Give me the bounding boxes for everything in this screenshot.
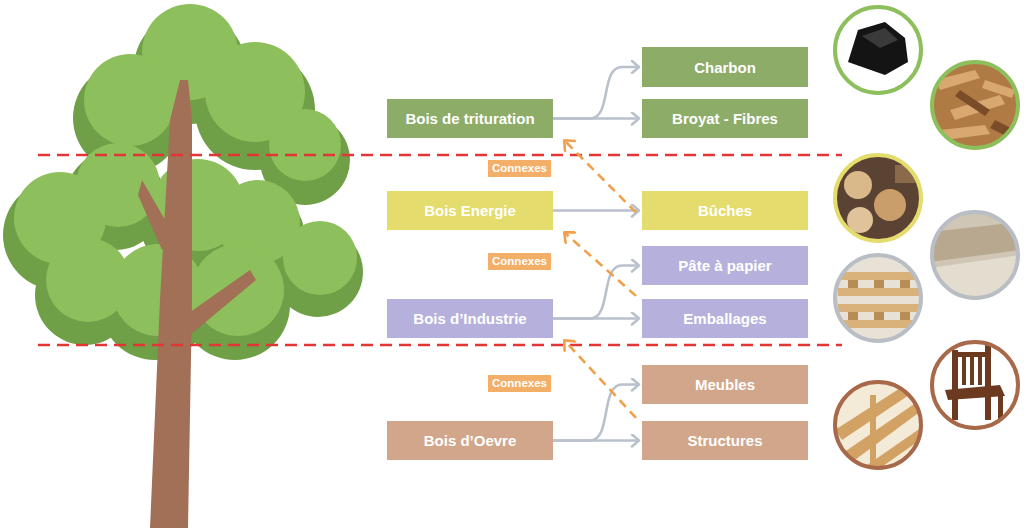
- chair-seat: [945, 385, 1005, 400]
- edge-label: Connexes: [488, 375, 551, 392]
- separator-lines: [38, 155, 842, 345]
- category-box: Bois Energie: [387, 191, 553, 230]
- flow-arrow: [553, 439, 639, 442]
- post: [870, 395, 876, 475]
- category-box: Bûches: [642, 191, 808, 230]
- box-label: Bûches: [698, 202, 752, 219]
- box-label: Structures: [687, 432, 762, 449]
- pallet-block: [848, 280, 858, 288]
- pallet-block: [900, 280, 910, 288]
- pallet-block: [874, 312, 884, 320]
- chair-slat: [978, 357, 982, 385]
- byproduct-arrow: [565, 233, 636, 296]
- category-box: Bois de trituration: [387, 99, 553, 138]
- byproduct-arrow: [565, 341, 636, 418]
- photo-ring: [932, 212, 1018, 298]
- coal-highlight: [862, 28, 898, 48]
- box-label: Bois de trituration: [405, 110, 534, 127]
- photo-ring: [932, 342, 1018, 428]
- chair-post: [985, 345, 991, 420]
- photo-charpente: [835, 382, 930, 478]
- canopy-lobe: [84, 54, 176, 146]
- separator-line: [38, 344, 842, 347]
- chair-slat: [962, 357, 966, 385]
- canopy-lobe: [283, 221, 357, 295]
- photo-ring: [835, 382, 921, 468]
- flow-arrow: [553, 317, 639, 320]
- pallet-block: [900, 312, 910, 320]
- box-label: Meubles: [695, 376, 755, 393]
- photo-bg: [835, 155, 925, 245]
- category-box: Pâte à papier: [642, 246, 808, 285]
- flow-arrow: [553, 209, 639, 212]
- fibre-pile: [930, 255, 1020, 300]
- category-box: Charbon: [642, 47, 808, 87]
- photo-ring: [835, 255, 921, 341]
- box-label: Bois d’Oevre: [424, 432, 517, 449]
- photo-chaise: [932, 342, 1018, 428]
- byproduct-arrow: [565, 141, 636, 212]
- log-end: [874, 189, 906, 221]
- category-box: Bois d’Industrie: [387, 299, 553, 338]
- timber-frame: [835, 385, 930, 478]
- category-box: Structures: [642, 421, 808, 460]
- trunk: [138, 80, 256, 528]
- flow-arrow: [553, 67, 639, 119]
- flow-arrow: [553, 266, 639, 319]
- photo-bg: [930, 210, 1020, 300]
- photo-ring: [835, 155, 921, 241]
- box-label: Broyat - Fibres: [672, 110, 778, 127]
- box-label: Charbon: [694, 59, 756, 76]
- photo-ring: [932, 62, 1018, 148]
- box-label: Bois Energie: [424, 202, 516, 219]
- chair-post: [952, 350, 958, 420]
- branch: [186, 270, 256, 335]
- chair-slat: [970, 357, 974, 385]
- trunk-shape: [150, 80, 192, 528]
- pallet-plank: [838, 304, 922, 312]
- pallet-plank: [838, 288, 922, 296]
- pallet-blocks: [848, 280, 910, 320]
- category-box: Bois d’Oevre: [387, 421, 553, 460]
- photo-charbon: [835, 7, 921, 93]
- coal-lump: [848, 22, 908, 75]
- photo-bg: [836, 8, 920, 92]
- log-end: [844, 171, 872, 199]
- pallet-block: [848, 312, 858, 320]
- edge-label: Connexes: [488, 253, 551, 270]
- branch: [138, 180, 172, 250]
- flow-arrow: [553, 117, 639, 120]
- category-box: Broyat - Fibres: [642, 99, 808, 138]
- edge-label: Connexes: [488, 160, 551, 177]
- pallet: [838, 272, 922, 328]
- chair-rail: [958, 352, 985, 357]
- photo-buches: [835, 155, 930, 245]
- separator-line: [38, 154, 842, 157]
- flow-arrow: [553, 385, 639, 441]
- photo-bg: [930, 60, 1020, 150]
- photo-bg: [835, 255, 925, 345]
- photo-broyat: [930, 60, 1020, 150]
- box-label: Emballages: [683, 310, 766, 327]
- wood-chip: [955, 90, 1015, 138]
- wood-chip: [935, 70, 1015, 140]
- photo-palettes: [835, 255, 925, 345]
- box-label: Pâte à papier: [678, 257, 771, 274]
- category-box: Emballages: [642, 299, 808, 338]
- pallet-plank: [838, 272, 922, 280]
- canopy-lobe: [269, 109, 341, 181]
- box-label: Bois d’Industrie: [413, 310, 526, 327]
- photo-ring: [835, 7, 921, 93]
- photo-pate: [930, 210, 1020, 300]
- category-box: Meubles: [642, 365, 808, 404]
- pallet-block: [874, 280, 884, 288]
- photo-bg: [933, 343, 1017, 427]
